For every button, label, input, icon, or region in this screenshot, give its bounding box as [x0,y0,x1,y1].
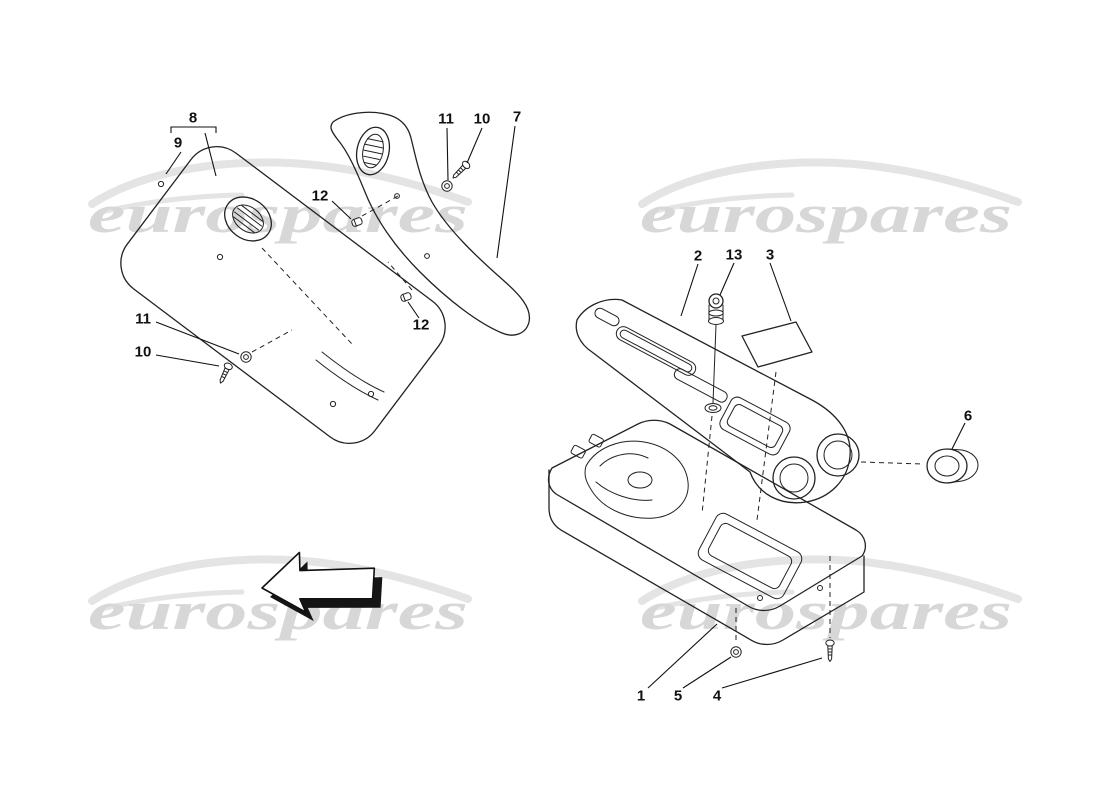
screw-part-4 [825,639,835,662]
screw-hole [394,193,400,199]
side-trim-panel-large [120,145,446,445]
speaker-grille [224,196,272,242]
screw-part-10 [216,361,234,386]
speaker-grille [355,126,391,176]
part-label-1: 1 [636,687,646,705]
grommet-part-6 [860,448,979,484]
round-opening [816,433,860,477]
lid-part-3 [741,321,813,521]
part-label-10-left: 10 [134,343,152,361]
leader-lines [155,125,966,689]
part-label-3: 3 [765,246,775,264]
side-trim-panel-narrow [330,111,531,336]
washer-part-11 [240,351,252,363]
part-label-9: 9 [173,134,183,152]
console-upper-part [575,298,860,504]
direction-arrow-icon [261,551,383,622]
watermark-text: eurospares [640,581,1012,641]
part-label-12-upper: 12 [311,187,329,205]
clip-part-12 [399,291,413,303]
watermark-top-left: eurospares [88,162,468,244]
part-label-10-top: 10 [473,110,491,128]
part-label-5: 5 [673,687,683,705]
washer-part-5 [730,646,742,658]
part-label-4: 4 [712,687,722,705]
part-label-7: 7 [512,108,522,126]
part-label-2: 2 [693,247,703,265]
console-base-part [547,419,867,646]
screw-hole [157,180,165,188]
part-label-11-top: 11 [438,110,454,128]
watermark-top-right: eurospares [640,162,1018,244]
washer-part-11 [441,180,453,192]
watermark-text: eurospares [88,184,468,244]
watermark-text: eurospares [640,184,1012,244]
part-label-8: 8 [188,109,198,127]
part-label-6: 6 [963,407,973,425]
part-label-12-lower: 12 [412,316,430,334]
watermark-bottom-right: eurospares [640,559,1018,641]
screw-hole [424,253,430,259]
part-label-13: 13 [725,246,743,264]
screw-hole [216,253,224,261]
knob-part-13 [708,293,724,404]
screw-hole [329,400,337,408]
part-label-11-left: 11 [135,310,151,328]
round-opening [772,456,816,500]
screw-part-10 [449,159,472,182]
